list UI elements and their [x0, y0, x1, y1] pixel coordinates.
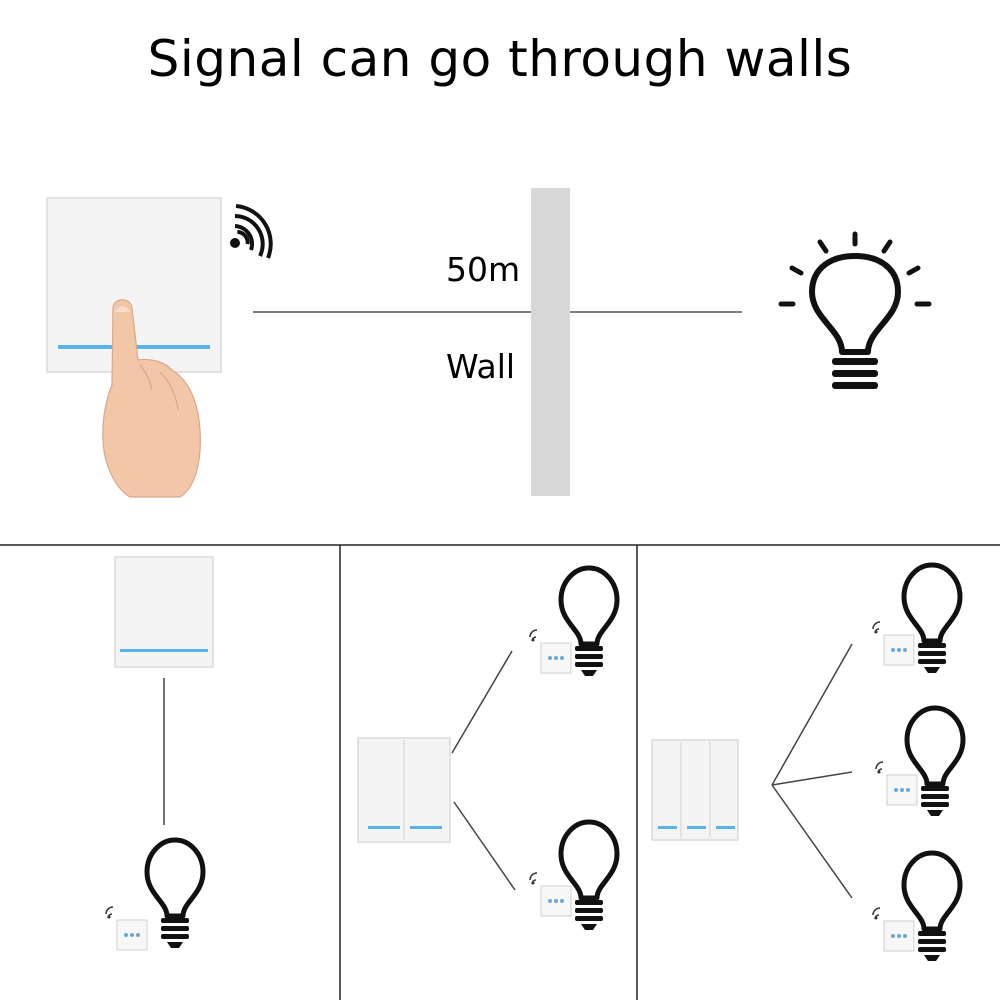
panel-two-gang [357, 568, 617, 930]
touch-switch-icon [872, 907, 915, 952]
touch-switch-icon [529, 872, 572, 917]
touch-switch-icon [105, 906, 148, 951]
distance-label: 50m [446, 250, 521, 289]
light-bulb-icon [147, 840, 203, 948]
panel-one-gang [105, 556, 214, 951]
touch-switch-icon [875, 761, 918, 806]
three-gang-switch [651, 739, 739, 841]
wireless-signal-icon [230, 204, 273, 259]
light-bulb-icon [778, 231, 932, 389]
touch-switch-icon [529, 629, 572, 674]
panel-three-gang [651, 565, 963, 961]
finger-press-icon [102, 299, 201, 498]
one-gang-switch [114, 556, 214, 668]
wall-label: Wall [446, 347, 516, 386]
wall [531, 188, 570, 496]
page-title: Signal can go through walls [147, 30, 853, 88]
touch-switch-icon [872, 621, 915, 666]
